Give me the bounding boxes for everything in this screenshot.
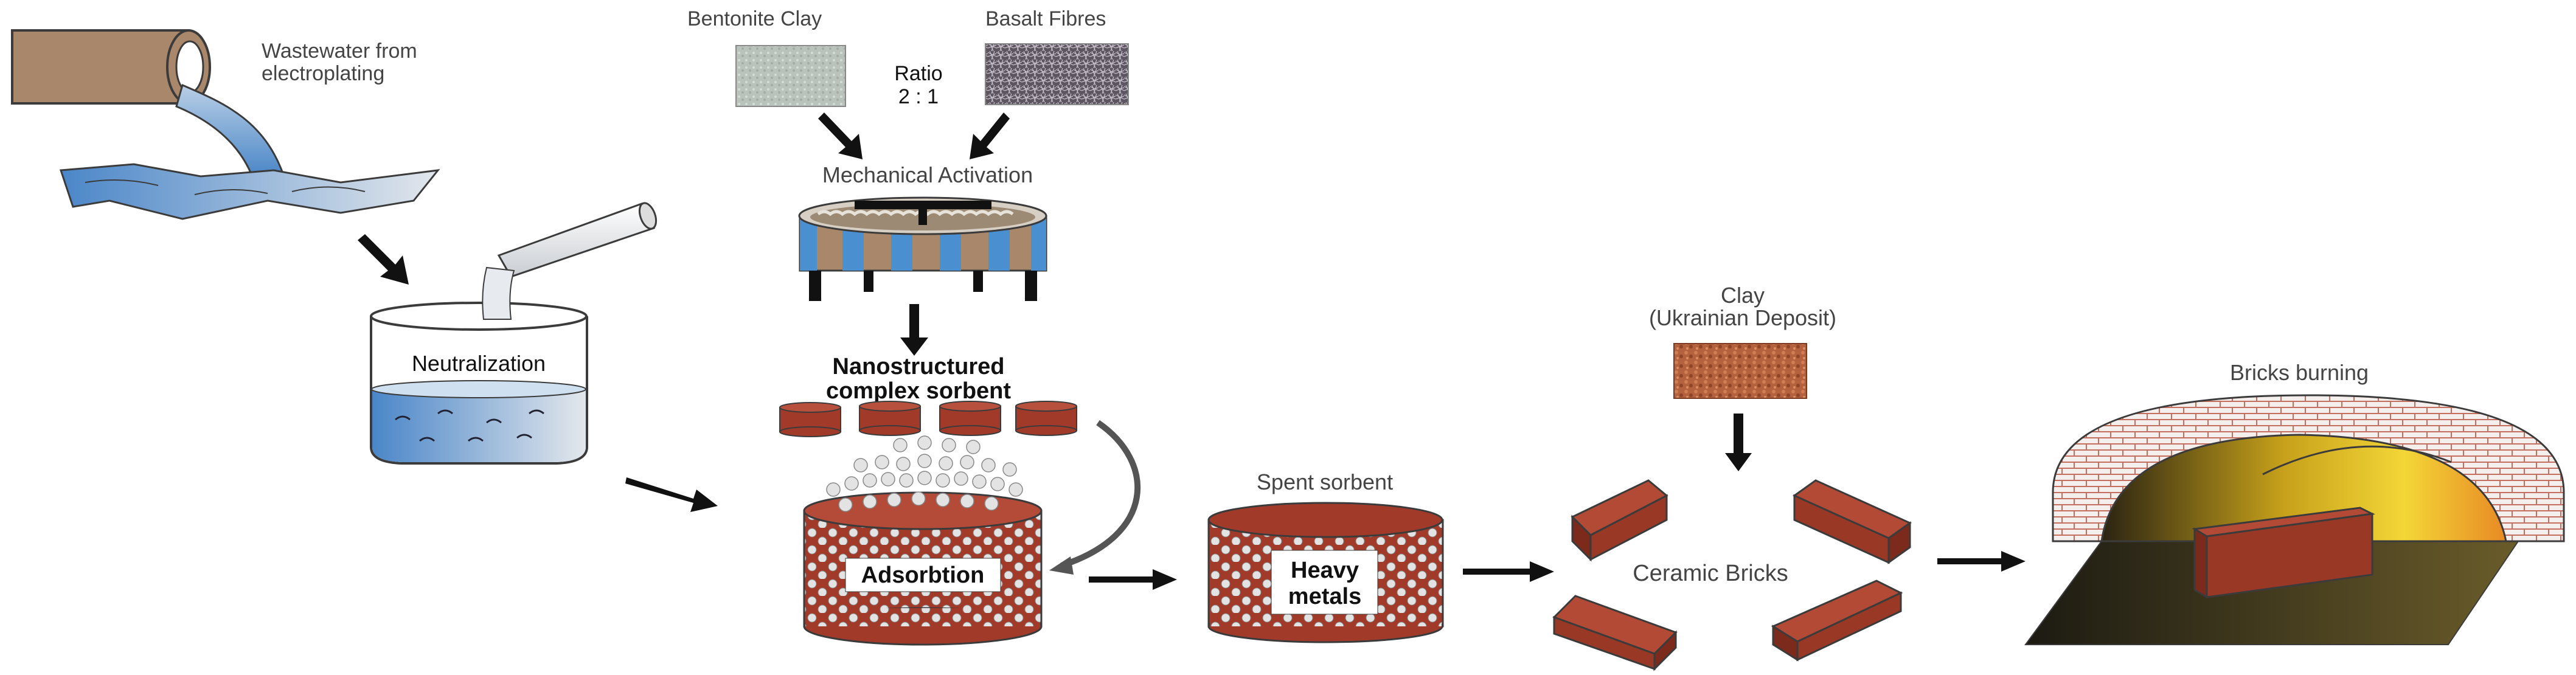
ceramic-brick-2-icon xyxy=(1793,479,1912,564)
ceramic-brick-4-icon xyxy=(1771,580,1903,662)
basalt-image xyxy=(985,43,1129,105)
curved-arrow-to-adsorption xyxy=(1049,420,1141,575)
arrow-to-spent-sorbent xyxy=(1089,569,1177,590)
clay-image xyxy=(1673,343,1807,399)
wastewater-pipe-icon xyxy=(11,29,211,105)
mechanical-activation-label: Mechanical Activation xyxy=(822,162,1033,187)
spent-sorbent-cylinder-icon xyxy=(1207,502,1444,643)
ceramic-brick-3-icon xyxy=(1552,595,1678,671)
bentonite-label: Bentonite Clay xyxy=(687,7,822,30)
basalt-label: Basalt Fibres xyxy=(985,7,1106,30)
sorbent-label-line2: complex sorbent xyxy=(826,378,1011,404)
neutralization-label: Neutralization xyxy=(412,351,546,376)
ceramic-brick-1-icon xyxy=(1571,479,1668,562)
arrow-to-ceramic-bricks xyxy=(1463,561,1554,582)
ratio-value: 2 : 1 xyxy=(898,85,939,108)
wastewater-label-line1: Wastewater from xyxy=(262,40,417,63)
heavy-metals-label-line2: metals xyxy=(1288,584,1361,609)
adsorption-label: Adsorbtion xyxy=(861,562,985,588)
wastewater-label-line2: electroplating xyxy=(262,62,384,85)
heavy-metals-label-line1: Heavy xyxy=(1291,558,1359,583)
adsorption-cylinder-icon xyxy=(803,435,1043,646)
sorbent-label-line1: Nanostructured xyxy=(833,354,1005,379)
sorbent-pellets-icon xyxy=(779,401,1077,437)
ratio-label: Ratio xyxy=(894,62,942,85)
arrow-to-neutralization xyxy=(358,234,409,285)
arrow-clay-to-bricks xyxy=(1725,414,1752,471)
bricks-burning-label: Bricks burning xyxy=(2230,360,2369,385)
arrow-to-adsorption xyxy=(625,477,718,512)
clay-label-line1: Clay xyxy=(1721,283,1765,308)
clay-label-line2: (Ukrainian Deposit) xyxy=(1649,305,1836,330)
kiln-icon xyxy=(2024,394,2565,645)
mill-drum-icon xyxy=(798,196,1047,301)
bentonite-image xyxy=(735,45,846,107)
ceramic-bricks-label: Ceramic Bricks xyxy=(1633,561,1788,586)
spent-sorbent-title: Spent sorbent xyxy=(1257,469,1393,494)
arrow-activation-to-sorbent xyxy=(900,304,928,356)
burning-brick-icon xyxy=(2192,507,2376,599)
arrow-basalt-to-activation xyxy=(970,112,1010,159)
arrow-to-kiln xyxy=(1937,551,2026,572)
neutralization-beaker-icon xyxy=(370,302,588,465)
wastewater-stream-icon xyxy=(59,83,440,220)
arrow-bentonite-to-activation xyxy=(818,112,863,159)
reagent-tube-icon xyxy=(482,202,658,320)
